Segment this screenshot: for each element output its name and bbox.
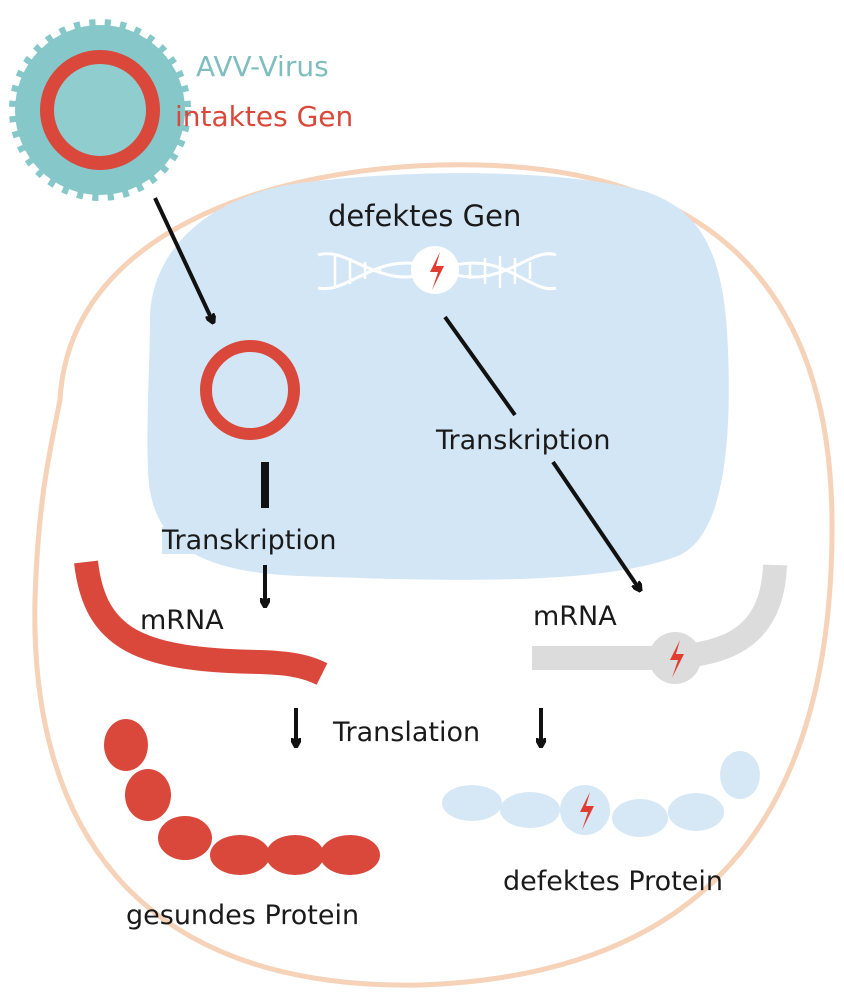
virus-label: AVV-Virus — [196, 50, 329, 83]
transcription-left-label: Transkription — [162, 525, 337, 556]
intact-gene-label: intaktes Gen — [175, 100, 354, 133]
defective-gene-label: defektes Gen — [328, 199, 522, 233]
lightning-bolt-icon — [670, 640, 684, 678]
mrna-right-label: mRNA — [533, 601, 617, 632]
transcription-right-upper — [443, 315, 517, 417]
transcription-right-label: Transkription — [436, 425, 611, 456]
mrna-left-label: mRNA — [140, 605, 224, 636]
defective-protein — [442, 751, 760, 837]
cell-membrane — [32, 162, 835, 988]
healthy-protein-label: gesundes Protein — [126, 900, 360, 931]
lightning-bolt-icon — [430, 252, 444, 290]
aav-virus — [9, 19, 191, 201]
intact-gene-in-virus — [40, 50, 160, 170]
mrna-healthy — [74, 560, 328, 685]
nucleus — [147, 173, 729, 580]
arrow-virus-to-nucleus — [153, 197, 213, 322]
translation-label: Translation — [333, 717, 481, 748]
healthy-protein — [104, 719, 380, 875]
lightning-bolt-icon — [580, 792, 594, 830]
intact-gene-ring — [200, 340, 300, 440]
transcription-right-arrow — [551, 460, 640, 590]
defective-protein-label: defektes Protein — [503, 866, 723, 897]
